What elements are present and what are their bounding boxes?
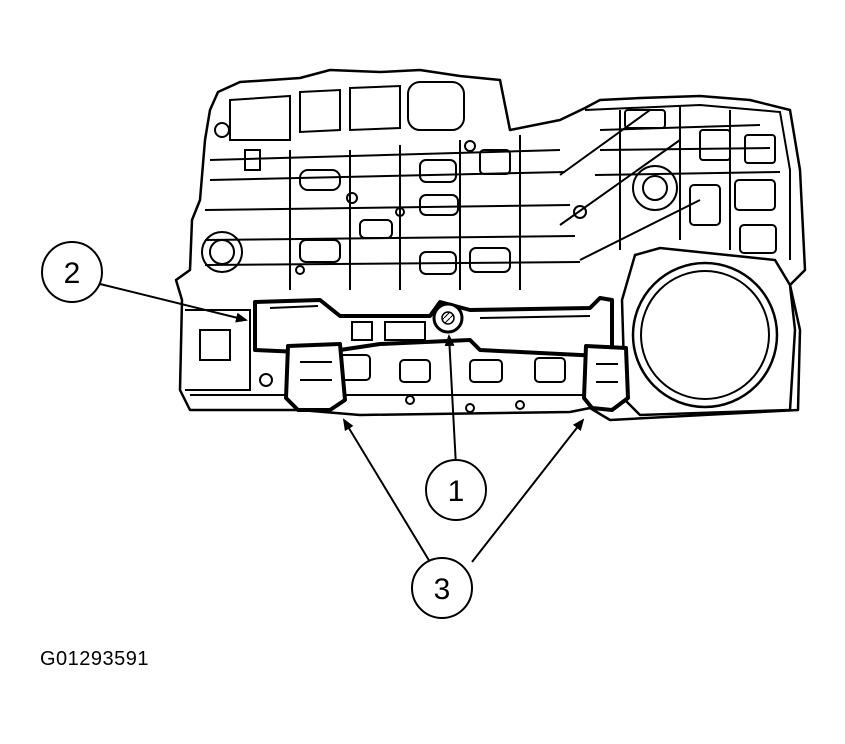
- callout-2: 2: [41, 241, 103, 303]
- svg-text:1: 1: [448, 475, 465, 508]
- retainer-left: [284, 342, 347, 412]
- svg-text:2: 2: [64, 257, 81, 290]
- retainers: [284, 342, 630, 412]
- check-ball: [432, 302, 464, 334]
- arrow-icon: [99, 283, 248, 323]
- valve-bores: [201, 81, 587, 413]
- right-webbing: [559, 103, 791, 261]
- leader-lines: [99, 283, 585, 563]
- arrow-icon: [471, 418, 585, 563]
- figure-id: G01293591: [40, 648, 150, 670]
- gasket-detail: [269, 305, 591, 341]
- accumulator-bore: [620, 246, 797, 417]
- svg-text:3: 3: [434, 573, 451, 606]
- retainer-right: [582, 344, 630, 412]
- callout-3: 3: [411, 557, 473, 619]
- arrow-icon: [444, 334, 457, 467]
- arrow-icon: [342, 418, 431, 563]
- lower-left-structure: [185, 309, 610, 396]
- retainer-detail: [300, 361, 618, 383]
- callout-1: 1: [425, 459, 487, 521]
